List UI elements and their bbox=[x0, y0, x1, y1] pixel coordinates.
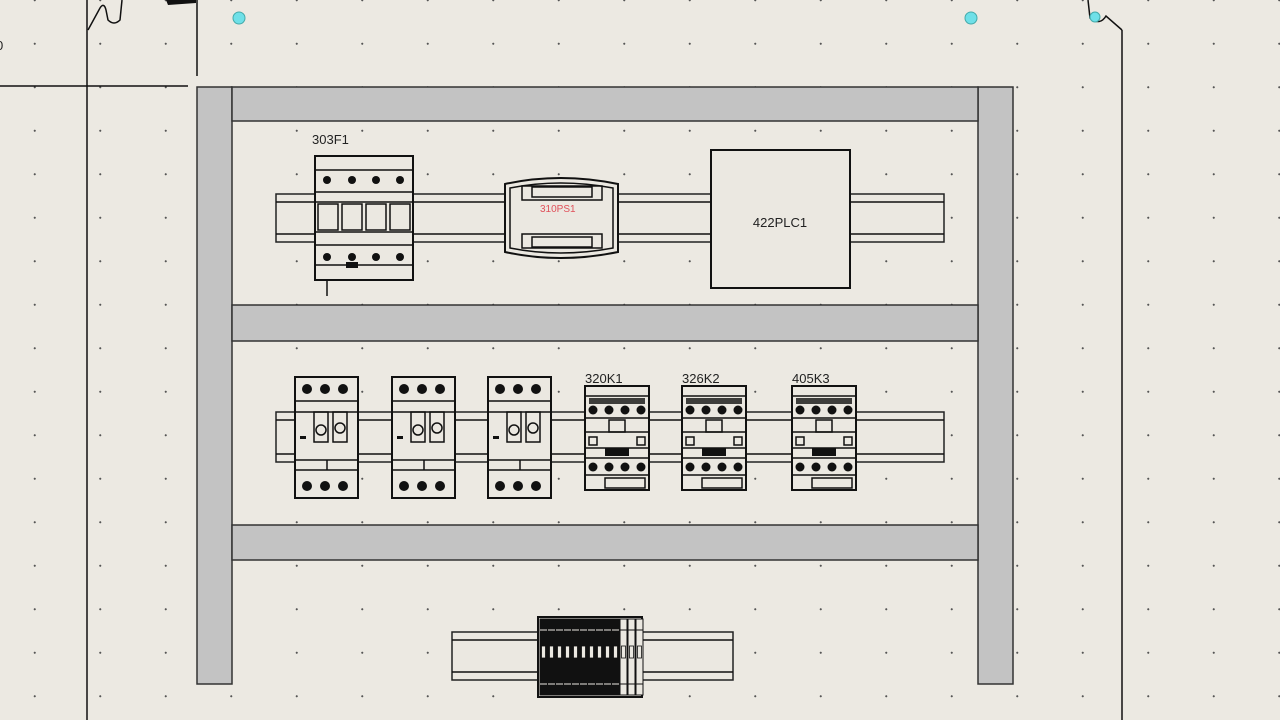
snap-point-icon bbox=[232, 11, 246, 25]
terminal-block-strip[interactable] bbox=[537, 616, 644, 698]
motor-protection-breaker[interactable] bbox=[391, 376, 456, 499]
left-upright bbox=[196, 86, 233, 685]
contactor[interactable]: 320K1 bbox=[584, 371, 650, 491]
snap-points[interactable] bbox=[232, 11, 1101, 25]
motor-protection-breaker[interactable] bbox=[294, 376, 359, 499]
device-label: 320K1 bbox=[585, 371, 623, 386]
snap-point-icon bbox=[964, 11, 978, 25]
title-frame-lines bbox=[0, 0, 1123, 720]
circuit-breaker-303F1[interactable]: 303F1 bbox=[312, 132, 414, 296]
plc-422PLC1[interactable]: 422PLC1 bbox=[710, 149, 851, 289]
device-label: 303F1 bbox=[312, 132, 349, 147]
device-label: 422PLC1 bbox=[753, 215, 807, 230]
partial-left-label: 0 bbox=[0, 38, 3, 53]
power-supply-310PS1[interactable]: 310PS1 bbox=[504, 177, 619, 259]
snap-point-icon bbox=[1089, 11, 1101, 23]
device-label: 326K2 bbox=[682, 371, 720, 386]
device-label: 310PS1 bbox=[540, 204, 576, 215]
middle-crossbar bbox=[231, 304, 979, 342]
enclosure-frame[interactable] bbox=[196, 86, 1014, 685]
contactor[interactable]: 405K3 bbox=[791, 371, 857, 491]
lower-crossbar bbox=[231, 524, 979, 561]
device-label: 405K3 bbox=[792, 371, 830, 386]
right-upright bbox=[977, 86, 1014, 685]
contactor[interactable]: 326K2 bbox=[681, 371, 747, 491]
top-crossbar bbox=[231, 86, 979, 122]
motor-protection-breaker[interactable] bbox=[487, 376, 552, 499]
